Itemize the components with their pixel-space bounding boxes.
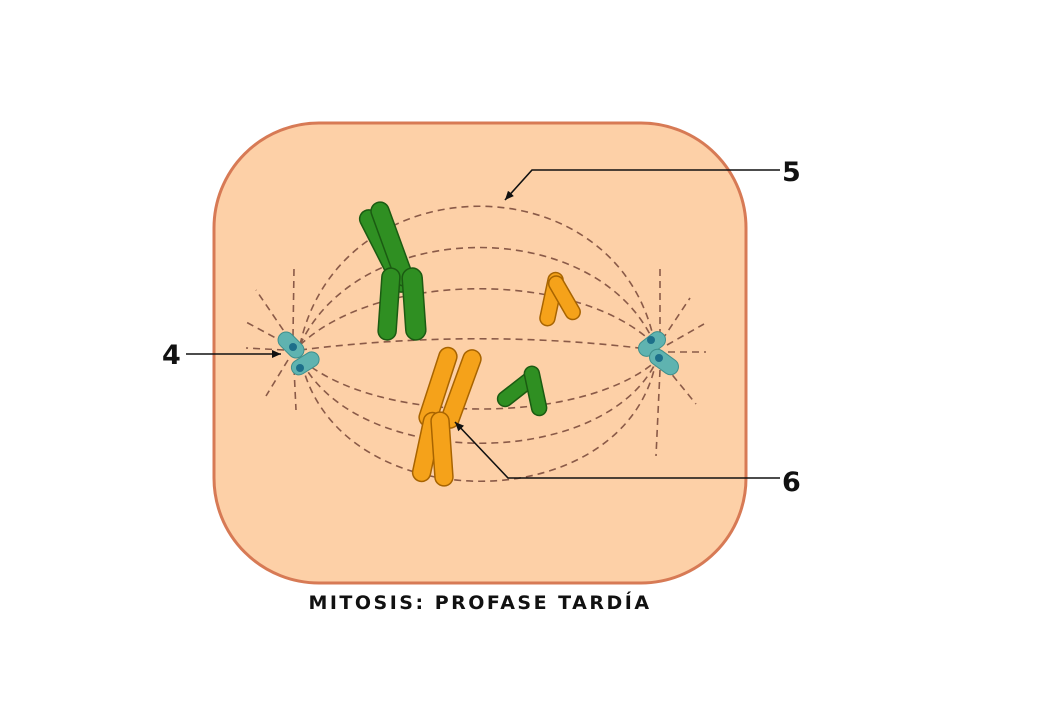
centriole-right (637, 331, 679, 376)
leader-line-6 (454, 421, 780, 479)
spindle-fibers (245, 205, 706, 482)
centriole-left (277, 331, 320, 376)
label-6: 6 (782, 467, 801, 498)
chromosome-orange-large (411, 346, 482, 487)
chromosome-green-small (496, 365, 548, 417)
leader-line-5 (504, 169, 780, 201)
chromosome-green-large (358, 201, 427, 341)
label-4: 4 (162, 340, 181, 371)
chromosome-orange-small (539, 271, 581, 327)
cell-membrane (212, 121, 748, 585)
diagram-caption: MITOSIS: PROFASE TARDÍA (308, 591, 651, 614)
label-5: 5 (782, 157, 801, 188)
